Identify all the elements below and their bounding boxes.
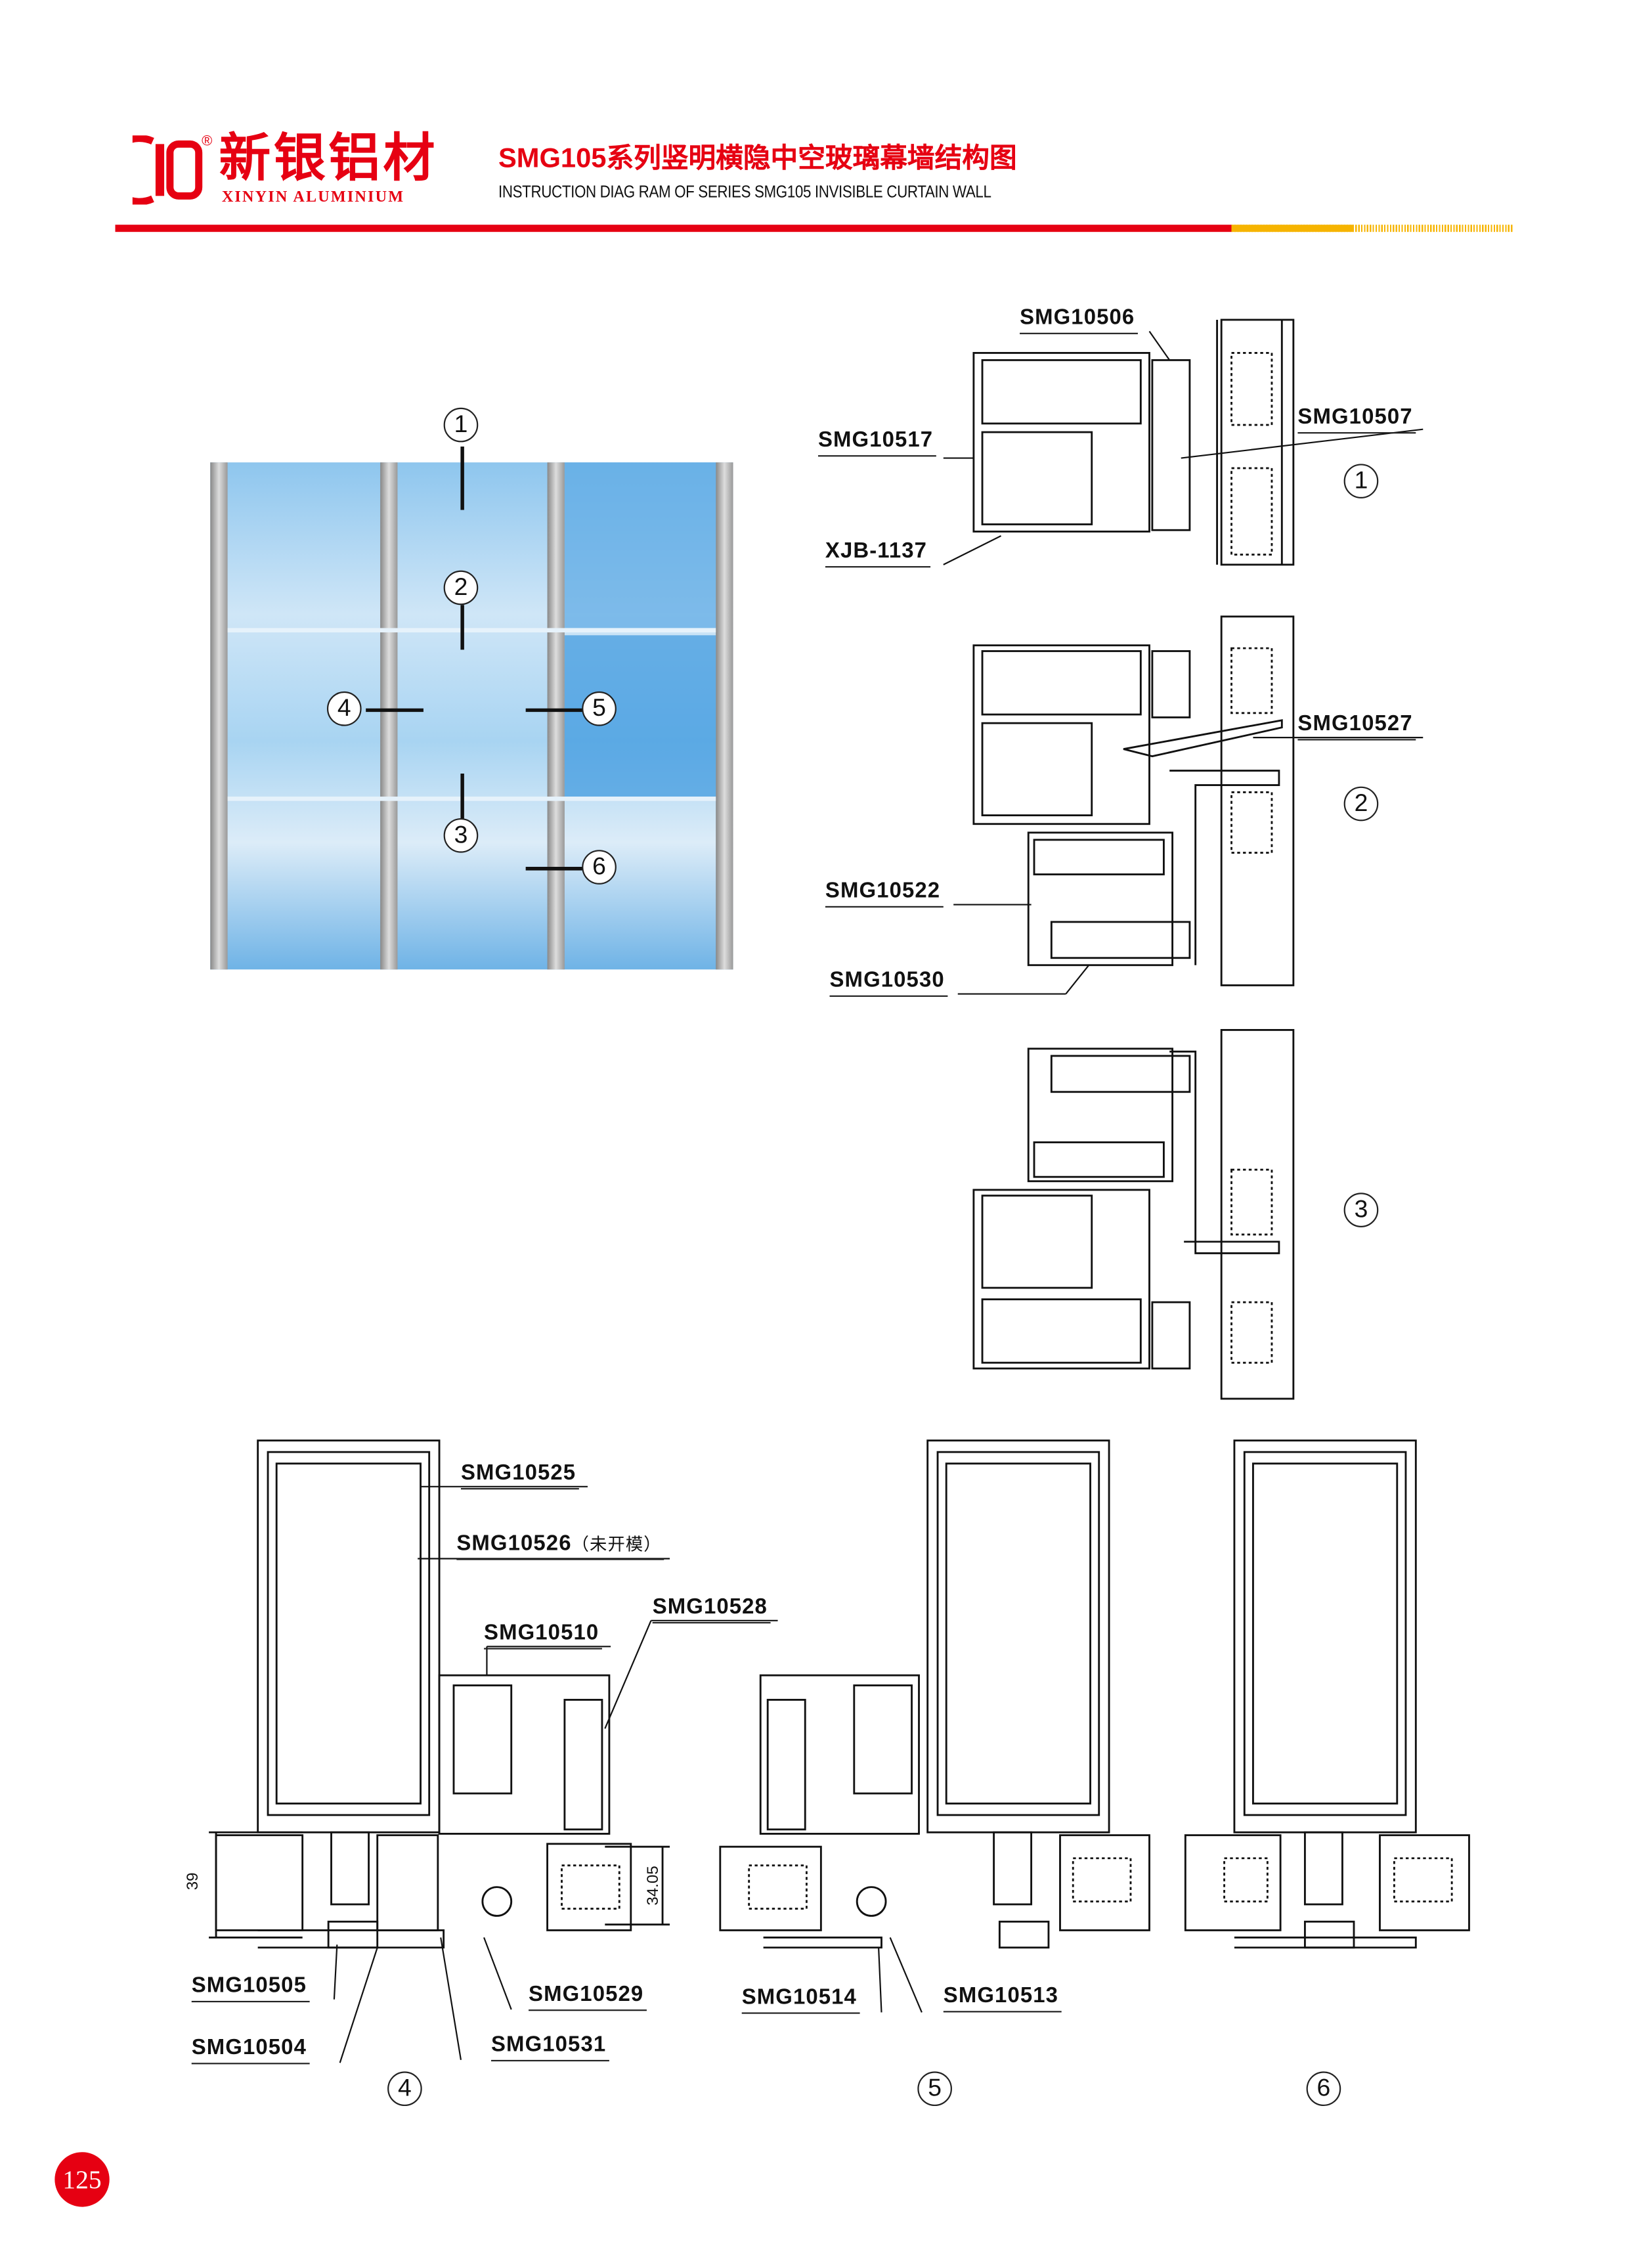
- callout-lines: [366, 447, 584, 871]
- logo-mark-icon: [132, 135, 203, 205]
- page-title: SMG105系列竖明横隐中空玻璃幕墙结构图: [498, 144, 1017, 175]
- label-smg10505: SMG10505: [191, 1973, 310, 2003]
- label-smg10526-note: （未开模）: [571, 1534, 662, 1554]
- detail-number-1: 1: [1343, 464, 1379, 498]
- callout-4: 4: [326, 691, 362, 726]
- header-rule-yellow: [1231, 225, 1514, 232]
- callout-3: 3: [443, 818, 479, 853]
- label-smg10506: SMG10506: [1020, 305, 1138, 334]
- label-smg10526: SMG10526（未开模）: [456, 1531, 665, 1560]
- detail-number-6: 6: [1306, 2071, 1341, 2107]
- label-smg10504: SMG10504: [191, 2036, 310, 2065]
- brand-name-cn: 新银铝材: [219, 128, 438, 188]
- detail-number-4: 4: [387, 2071, 422, 2107]
- label-smg10529: SMG10529: [529, 1982, 647, 2011]
- label-smg10525: SMG10525: [460, 1460, 579, 1490]
- detail-number-5: 5: [917, 2071, 952, 2107]
- detail-number-3: 3: [1343, 1193, 1379, 1227]
- dimension-39: 39: [185, 1872, 202, 1891]
- brand-name-en: XINYIN ALUMINIUM: [221, 188, 405, 206]
- callout-2: 2: [443, 570, 479, 605]
- label-xjb-1137: XJB-1137: [825, 538, 930, 568]
- curtain-wall-photo: [210, 462, 733, 970]
- header-rule-yellow-solid: [1231, 225, 1354, 232]
- callout-1: 1: [443, 407, 479, 443]
- callout-6: 6: [582, 850, 617, 885]
- brand-logo: [132, 135, 205, 205]
- label-smg10514: SMG10514: [741, 1985, 860, 2014]
- label-smg10507: SMG10507: [1297, 405, 1416, 434]
- label-smg10513: SMG10513: [943, 1984, 1062, 2013]
- detail-number-2: 2: [1343, 786, 1379, 822]
- page-number: 125: [54, 2152, 110, 2207]
- label-smg10527: SMG10527: [1297, 712, 1416, 741]
- label-smg10530: SMG10530: [829, 968, 948, 997]
- label-smg10528: SMG10528: [652, 1594, 771, 1624]
- header-rule-red: [115, 225, 1232, 232]
- callout-5: 5: [582, 691, 617, 726]
- registered-mark: ®: [202, 134, 213, 150]
- label-smg10522: SMG10522: [825, 879, 944, 908]
- page-subtitle: INSTRUCTION DIAG RAM OF SERIES SMG105 IN…: [498, 181, 991, 202]
- label-smg10510: SMG10510: [484, 1621, 602, 1650]
- dimension-34-05: 34.05: [645, 1866, 663, 1906]
- label-smg10526-code: SMG10526: [456, 1531, 572, 1556]
- label-smg10517: SMG10517: [817, 428, 936, 457]
- label-smg10531: SMG10531: [491, 2032, 609, 2062]
